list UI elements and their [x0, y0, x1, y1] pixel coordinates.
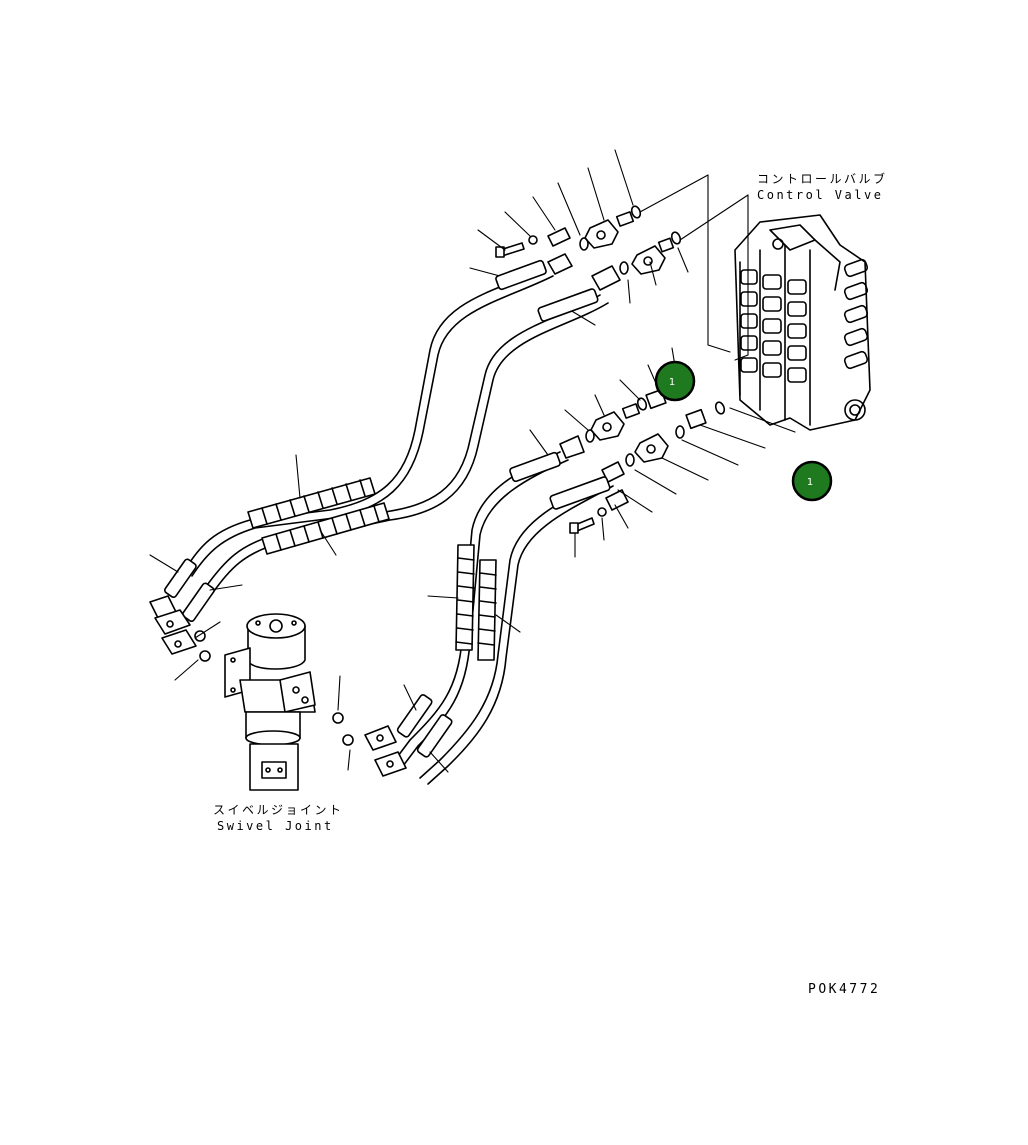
spiral-guard-upper-1: [247, 477, 376, 529]
control-valve: [734, 214, 871, 431]
swivel-joint: [224, 613, 354, 791]
swivel-joint-label-jp: スイベルジョイント: [213, 803, 344, 817]
spiral-guard-lower-2: [477, 559, 497, 661]
callout-number: 1: [807, 477, 813, 488]
swivel-leader-lines: [337, 675, 351, 771]
upper-fittings: [495, 205, 682, 291]
left-leader-lines: [149, 454, 337, 681]
callout-number: 1: [669, 377, 675, 388]
spiral-guard-upper-2: [261, 502, 390, 555]
control-valve-label-en: Control Valve: [757, 188, 884, 202]
control-valve-leader: [639, 174, 749, 361]
lower-hose-assemblies: [364, 451, 614, 785]
drawing-number: POK4772: [808, 982, 881, 997]
swivel-joint-label-en: Swivel Joint: [217, 819, 334, 833]
upper-leader-lines: [469, 149, 689, 326]
callout-marker-1a[interactable]: 1: [654, 360, 696, 402]
control-valve-label-jp: コントロールバルブ: [757, 172, 888, 186]
callout-marker-1b[interactable]: 1: [791, 460, 833, 502]
spiral-guard-lower-1: [455, 544, 475, 651]
lower-hose-leader-lines: [403, 595, 521, 773]
lower-fittings: [559, 388, 726, 534]
lower-leader-lines: [529, 347, 796, 558]
upper-hose-assemblies: [149, 259, 609, 662]
